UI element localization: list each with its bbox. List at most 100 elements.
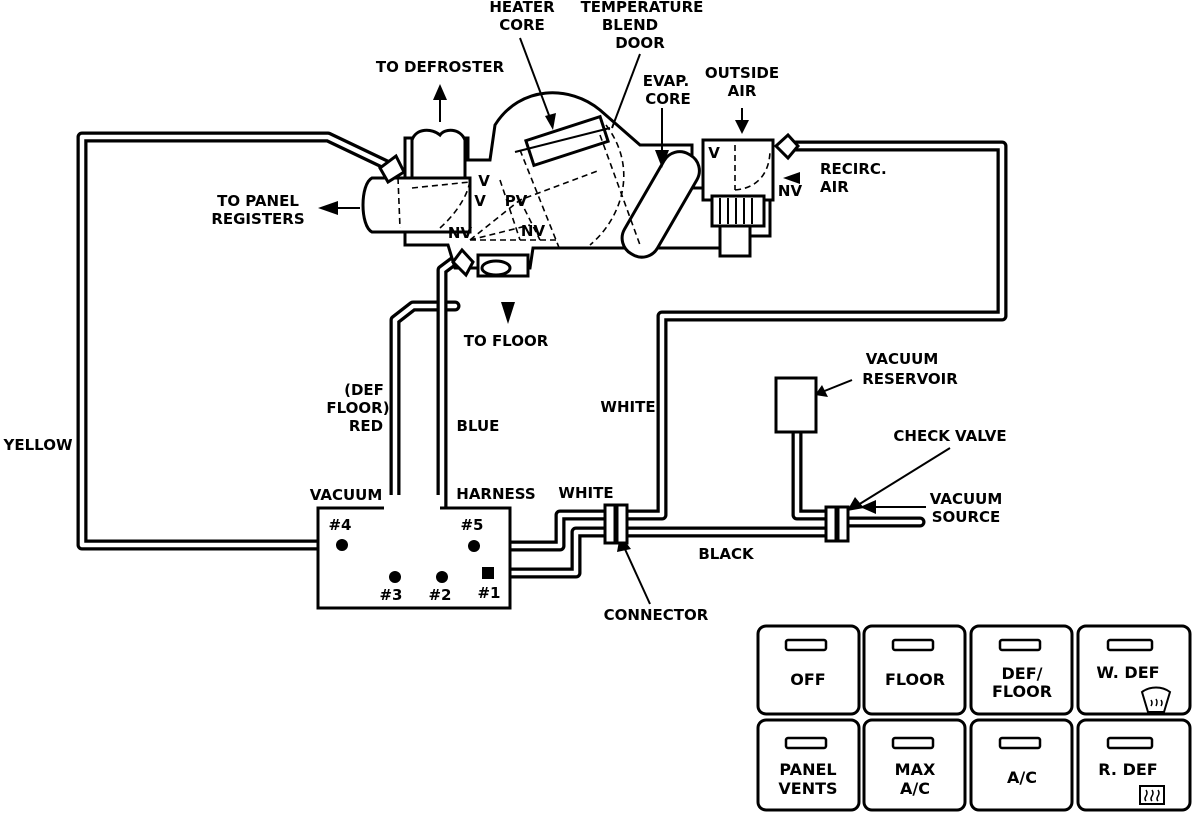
door-mark-v1: V (478, 172, 490, 190)
label-recirc-1: RECIRC. (820, 160, 887, 178)
port-5 (468, 540, 480, 552)
button-label-line2: A/C (900, 779, 930, 798)
button-label-line1: PANEL (779, 760, 836, 779)
button-label: W. DEF (1096, 663, 1159, 682)
button-label-line2: VENTS (778, 779, 837, 798)
label-outside-air-2: AIR (728, 82, 757, 100)
windshield-defrost-icon (1140, 686, 1172, 713)
button-label: A/C (1007, 768, 1037, 787)
port-2 (436, 571, 448, 583)
label-vacuum-source-2: SOURCE (932, 508, 1001, 526)
indicator-led (1106, 736, 1154, 750)
hose-label-yellow: YELLOW (3, 436, 73, 454)
button-label: OFF (790, 670, 825, 689)
label-vacuum-source-1: VACUUM (930, 490, 1003, 508)
label-temp-door-1: TEMPERATURE (581, 0, 704, 16)
label-evap-1: EVAP. (643, 72, 689, 90)
label-reservoir-1: VACUUM (866, 350, 939, 368)
indicator-led (891, 736, 935, 750)
port-3 (389, 571, 401, 583)
blower-hub (718, 224, 752, 258)
door-mark-nv3: NV (778, 182, 803, 200)
indicator-led (1106, 638, 1154, 652)
defroster-outlet (410, 128, 467, 180)
label-reservoir-2: RESERVOIR (862, 370, 958, 388)
hose-label-red-2: FLOOR) (326, 399, 389, 417)
arrow-left-icon (783, 172, 800, 184)
label-connector: CONNECTOR (604, 606, 709, 624)
button-label: R. DEF (1098, 760, 1157, 779)
airflow-arrows (318, 84, 800, 324)
label-temp-door-3: DOOR (615, 34, 665, 52)
label-vacuum: VACUUM (310, 486, 383, 504)
hose-label-red-3: RED (349, 417, 383, 435)
label-to-floor: TO FLOOR (464, 332, 549, 350)
door-mark-pv: PV (505, 192, 528, 210)
label-heater-core-2: CORE (499, 16, 545, 34)
label-recirc-2: AIR (820, 178, 849, 196)
hose-label-white-lower: WHITE (558, 484, 613, 502)
label-harness: HARNESS (456, 485, 535, 503)
port-1 (482, 567, 494, 579)
label-panel-registers-2: REGISTERS (211, 210, 304, 228)
hvac-plenum (361, 91, 800, 278)
white-hose (611, 140, 1008, 521)
label-check-valve: CHECK VALVE (893, 427, 1006, 445)
leader-lines (519, 37, 951, 605)
door-mark-v3: V (708, 144, 720, 162)
port-label-5: #5 (460, 516, 483, 534)
button-label-line1: DEF/ (1002, 664, 1043, 683)
yellow-hose (76, 131, 399, 551)
port-label-4: #4 (328, 516, 351, 534)
button-max-ac[interactable]: MAX A/C (862, 718, 967, 812)
button-def-floor[interactable]: DEF/ FLOOR (969, 624, 1074, 716)
arrow-left-icon (318, 201, 338, 215)
arrow-down-icon (735, 120, 749, 134)
diagram-labels: HEATER CORE TEMPERATURE BLEND DOOR EVAP.… (3, 0, 1007, 624)
door-mark-nv2: NV (521, 222, 546, 240)
arrow-down-icon (501, 302, 515, 324)
label-panel-registers-1: TO PANEL (217, 192, 299, 210)
button-ac[interactable]: A/C (969, 718, 1074, 812)
button-w-def[interactable]: W. DEF (1076, 624, 1192, 716)
label-evap-2: CORE (645, 90, 691, 108)
recirc-vacuum-motor (773, 132, 800, 161)
port-label-3: #3 (379, 586, 402, 604)
button-panel-vents[interactable]: PANEL VENTS (756, 718, 861, 812)
floor-vacuum-motor (451, 247, 475, 278)
panel-register-duct (361, 176, 472, 234)
hose-label-blue: BLUE (457, 417, 500, 435)
button-off[interactable]: OFF (756, 624, 861, 716)
indicator-led (891, 638, 935, 652)
check-valve (824, 505, 850, 543)
hose-label-black: BLACK (698, 545, 755, 563)
label-outside-air-1: OUTSIDE (705, 64, 779, 82)
defroster-vacuum-motor (378, 153, 406, 185)
label-to-defroster: TO DEFROSTER (376, 58, 505, 76)
hose-label-white-upper: WHITE (600, 398, 655, 416)
indicator-led (784, 638, 828, 652)
button-label-line2: FLOOR (992, 682, 1052, 701)
door-mark-v2: V (474, 192, 486, 210)
rear-defrost-icon (1139, 785, 1165, 805)
harness-hose-5 (468, 509, 623, 552)
vacuum-reservoir (774, 376, 818, 434)
climate-control-panel: OFF FLOOR DEF/ FLOOR W. DEF PANEL (756, 624, 1192, 812)
indicator-led (784, 736, 828, 750)
reservoir-hose (791, 424, 844, 521)
port-4 (336, 539, 348, 551)
hose-connector (603, 503, 629, 545)
indicator-led (998, 736, 1042, 750)
evap-core (620, 150, 701, 259)
harness-hose-1 (482, 526, 623, 579)
label-heater-core-1: HEATER (489, 0, 555, 16)
port-label-2: #2 (428, 586, 451, 604)
temperature-blend-door (514, 127, 611, 153)
hose-label-red-1: (DEF (344, 381, 384, 399)
red-hose (389, 300, 461, 583)
port-label-1: #1 (477, 584, 500, 602)
door-mark-nv1: NV (448, 224, 473, 242)
button-floor[interactable]: FLOOR (862, 624, 967, 716)
button-r-def[interactable]: R. DEF (1076, 718, 1192, 812)
